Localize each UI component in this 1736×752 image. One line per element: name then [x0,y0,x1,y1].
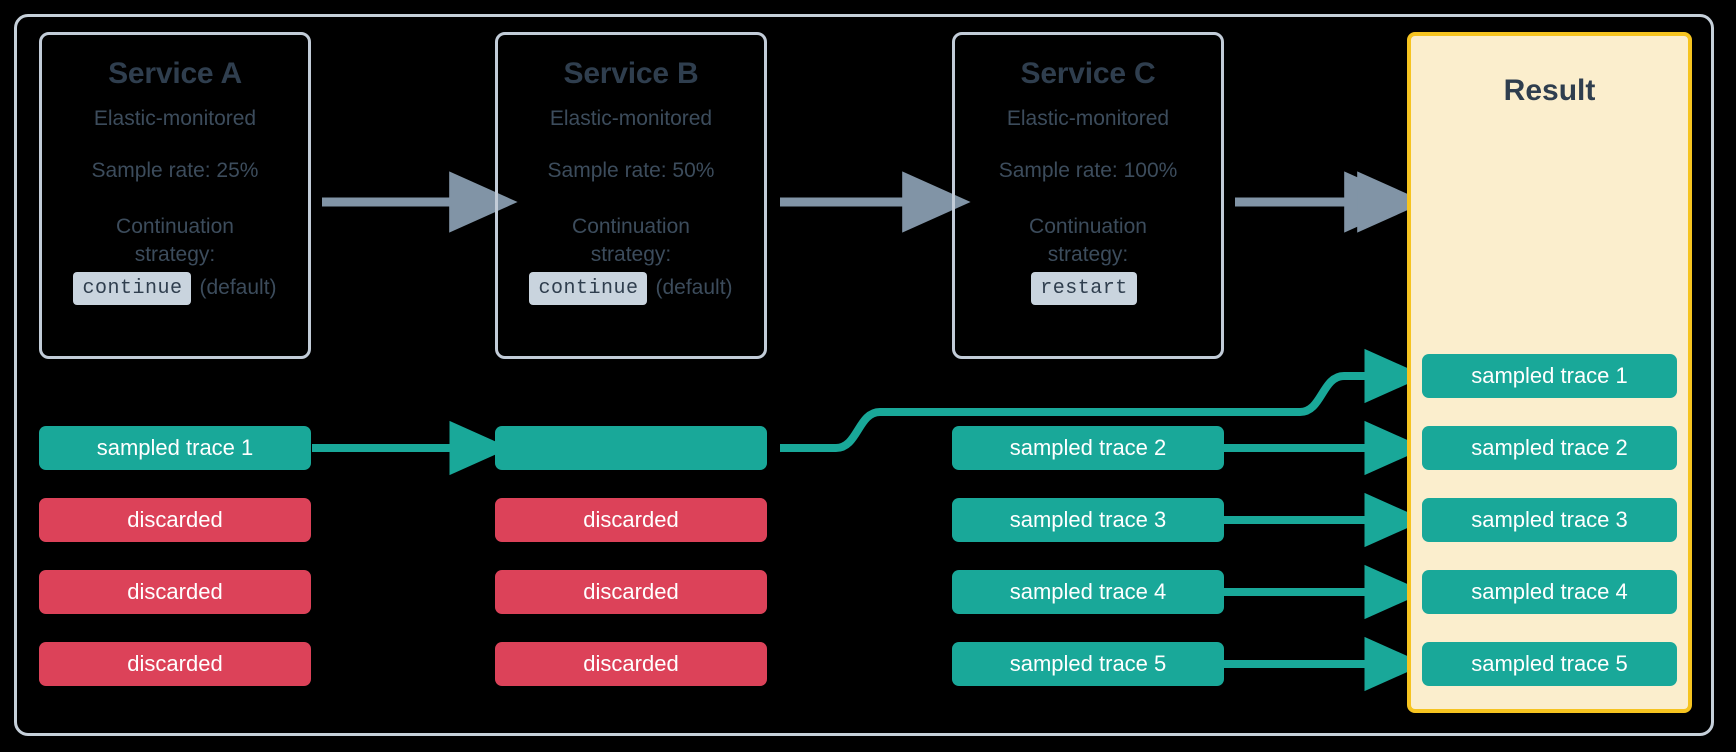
service-c-subtitle: Elastic-monitored [1006,107,1170,130]
trace-pill-a-4[interactable]: discarded [39,642,311,686]
service-b-sample-rate: Sample rate: 50% [547,159,715,182]
trace-pill-c-1-label: sampled trace 2 [1009,435,1167,460]
result-trace-5[interactable]: sampled trace 5 [1422,642,1677,686]
trace-pill-c-2-label: sampled trace 3 [1009,507,1167,532]
service-c-strategy: Continuation strategy: restart [1029,213,1147,305]
trace-pill-a-2[interactable]: discarded [39,498,311,542]
diagram-outer-frame [14,14,1714,736]
service-card-a[interactable]: Service A Elastic-monitored Sample rate:… [39,32,311,359]
result-trace-1[interactable]: sampled trace 1 [1422,354,1677,398]
trace-pill-c-4[interactable]: sampled trace 5 [952,642,1224,686]
service-card-b[interactable]: Service B Elastic-monitored Sample rate:… [495,32,767,359]
trace-pill-c-4-label: sampled trace 5 [1009,651,1167,676]
service-a-strategy-label-1: Continuation [116,215,234,238]
service-a-strategy-note: (default) [199,276,277,300]
trace-pill-b-3[interactable]: discarded [495,570,767,614]
trace-pill-a-1-label: sampled trace 1 [96,435,254,460]
result-trace-4[interactable]: sampled trace 4 [1422,570,1677,614]
result-trace-1-label: sampled trace 1 [1471,363,1628,388]
result-trace-5-label: sampled trace 5 [1471,651,1628,676]
service-b-strategy-label-1: Continuation [572,215,690,238]
result-trace-2-label: sampled trace 2 [1471,435,1628,460]
trace-pill-b-2[interactable]: discarded [495,498,767,542]
result-trace-3[interactable]: sampled trace 3 [1422,498,1677,542]
service-c-sample-rate: Sample rate: 100% [998,159,1178,182]
trace-pill-b-4-label: discarded [583,651,679,676]
trace-pill-c-1[interactable]: sampled trace 2 [952,426,1224,470]
trace-pill-a-2-label: discarded [127,507,223,532]
service-a-strategy-value: continue [73,271,192,305]
service-b-subtitle: Elastic-monitored [549,107,713,130]
trace-pill-c-2[interactable]: sampled trace 3 [952,498,1224,542]
result-trace-2[interactable]: sampled trace 2 [1422,426,1677,470]
service-c-title: Service C [1020,57,1156,90]
trace-pill-b-1[interactable] [495,426,767,470]
service-c-strategy-value: restart [1031,271,1137,305]
service-b-strategy-value: continue [529,271,648,305]
trace-pill-a-3-label: discarded [127,579,223,604]
service-b-title: Service B [563,57,699,90]
service-a-title: Service A [108,57,242,90]
trace-pill-a-4-label: discarded [127,651,223,676]
trace-pill-b-3-label: discarded [583,579,679,604]
trace-pill-a-1[interactable]: sampled trace 1 [39,426,311,470]
service-b-strategy-label-2: strategy: [590,243,672,267]
trace-pill-c-3-label: sampled trace 4 [1009,579,1167,604]
result-panel-title: Result [1503,74,1596,107]
service-card-c[interactable]: Service C Elastic-monitored Sample rate:… [952,32,1224,359]
trace-pill-c-3[interactable]: sampled trace 4 [952,570,1224,614]
service-b-strategy: Continuation strategy: continue (default… [529,213,733,305]
trace-pill-a-3[interactable]: discarded [39,570,311,614]
service-a-strategy-label-2: strategy: [134,243,216,267]
service-c-strategy-label-1: Continuation [1029,215,1147,238]
service-a-subtitle: Elastic-monitored [93,107,257,130]
trace-pill-b-2-label: discarded [583,507,679,532]
trace-pill-b-4[interactable]: discarded [495,642,767,686]
service-a-strategy: Continuation strategy: continue (default… [73,213,277,305]
service-b-strategy-note: (default) [655,276,733,300]
result-trace-4-label: sampled trace 4 [1471,579,1628,604]
result-trace-3-label: sampled trace 3 [1471,507,1628,532]
service-a-sample-rate: Sample rate: 25% [91,159,259,182]
service-c-strategy-label-2: strategy: [1047,243,1129,267]
